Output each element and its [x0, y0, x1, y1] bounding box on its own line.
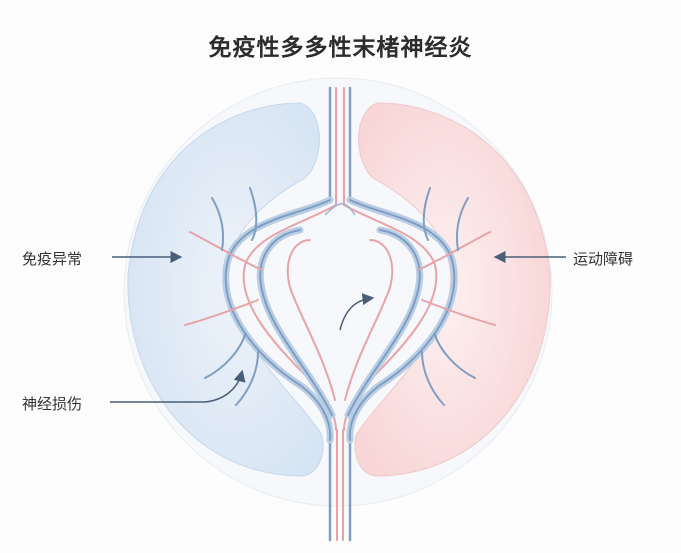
inner-arrow-center — [339, 293, 375, 331]
right-nerve-bundle — [343, 187, 496, 444]
diagram-title: 免疫性多多性末楮神经炎 — [208, 35, 473, 61]
left-nerve-bundle — [184, 187, 337, 444]
label-nerve-damage: 神经损伤 — [22, 395, 83, 413]
inner-arrow-top — [324, 203, 356, 216]
label-immune-abnormality: 免疫异常 — [22, 250, 83, 268]
label-motor-disorder: 运动障碍 — [573, 250, 634, 268]
nerve-damage-arrow — [110, 369, 246, 403]
